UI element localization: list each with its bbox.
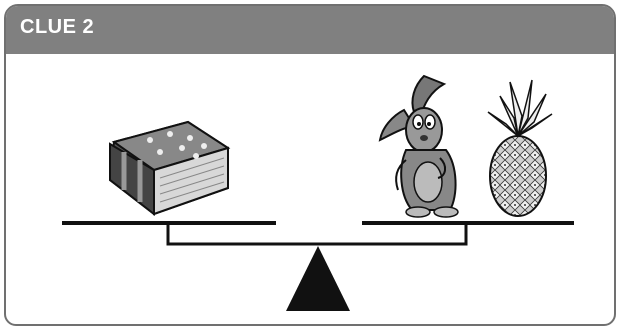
book-icon (110, 122, 228, 214)
rabbit-icon (380, 76, 458, 217)
beam (168, 223, 466, 244)
pineapple-icon (488, 80, 552, 216)
balance-scale (62, 223, 574, 311)
fulcrum (286, 246, 350, 311)
